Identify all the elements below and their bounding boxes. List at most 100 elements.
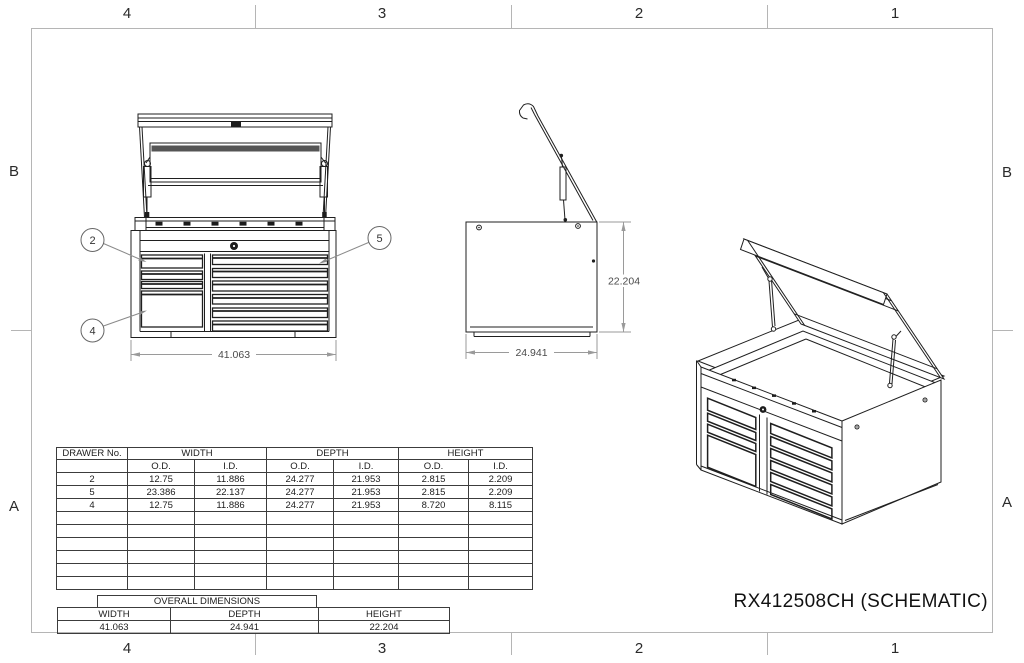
side-panel xyxy=(465,221,598,333)
front-right-drawers xyxy=(211,254,329,332)
iso-lid xyxy=(739,237,946,381)
zone-label-right-b: B xyxy=(1001,164,1012,181)
cell: 21.953 xyxy=(333,485,399,499)
empty-cell xyxy=(468,524,533,538)
zone-tick xyxy=(767,632,768,655)
cell: 23.386 xyxy=(127,485,195,499)
zone-label-left-b: B xyxy=(8,163,19,180)
empty-cell xyxy=(398,511,469,525)
overall-value-width: 41.063 xyxy=(57,620,171,634)
screw-icon xyxy=(922,397,928,403)
zone-label-left-a: A xyxy=(8,498,19,515)
empty-cell xyxy=(127,511,195,525)
hinge-blocks xyxy=(155,221,303,226)
overall-value-height: 22.204 xyxy=(318,620,450,634)
zone-tick xyxy=(511,5,512,28)
screw-icon xyxy=(476,224,482,231)
empty-row xyxy=(56,524,533,538)
empty-cell xyxy=(56,459,128,473)
empty-cell xyxy=(266,524,334,538)
dim-text-depth: 24.941 xyxy=(515,347,547,359)
cell: 11.886 xyxy=(194,498,267,512)
empty-cell xyxy=(398,550,469,564)
zone-label-top-3: 3 xyxy=(377,5,387,22)
empty-cell xyxy=(398,537,469,551)
drawer-size-table: DRAWER No. WIDTH DEPTH HEIGHT O.D. I.D. … xyxy=(56,447,533,590)
cell: 8.115 xyxy=(468,498,533,512)
table-row-subheaders: O.D. I.D. O.D. I.D. O.D. I.D. xyxy=(56,459,533,473)
empty-cell xyxy=(194,524,267,538)
cell: 12.75 xyxy=(127,498,195,512)
empty-cell xyxy=(333,576,399,590)
empty-cell xyxy=(127,537,195,551)
gas-strut-right xyxy=(319,156,328,217)
zone-label-top-2: 2 xyxy=(634,5,644,22)
zone-label-bottom-2: 2 xyxy=(634,640,644,657)
subheader-od: O.D. xyxy=(398,459,469,473)
empty-cell xyxy=(398,576,469,590)
empty-cell xyxy=(127,550,195,564)
zone-label-right-a: A xyxy=(1001,494,1012,511)
overall-dimensions-title: OVERALL DIMENSIONS xyxy=(97,595,317,607)
cell: 2.209 xyxy=(468,472,533,486)
zone-tick xyxy=(767,5,768,28)
screw-icon xyxy=(575,223,581,229)
empty-row xyxy=(56,537,533,551)
drawing-title: RX412508CH (SCHEMATIC) xyxy=(733,591,988,612)
cell-drawer-no: 4 xyxy=(56,498,128,512)
empty-cell xyxy=(266,550,334,564)
front-left-drawers xyxy=(140,254,204,328)
empty-row xyxy=(56,550,533,564)
empty-cell xyxy=(194,550,267,564)
balloon-2: 2 xyxy=(89,235,95,247)
empty-cell xyxy=(127,563,195,577)
empty-cell xyxy=(333,511,399,525)
empty-cell xyxy=(266,563,334,577)
iso-right-drawers xyxy=(769,422,833,521)
lid-handle-icon xyxy=(231,121,241,127)
zone-tick xyxy=(511,632,512,655)
empty-cell xyxy=(468,563,533,577)
empty-cell xyxy=(398,563,469,577)
table-row: 4 12.75 11.886 24.277 21.953 8.720 8.115 xyxy=(56,498,533,512)
screw-icon xyxy=(854,424,860,430)
dim-side-depth: 24.941 xyxy=(465,334,598,359)
empty-row xyxy=(56,511,533,525)
subheader-od: O.D. xyxy=(266,459,334,473)
table-row-groups: DRAWER No. WIDTH DEPTH HEIGHT xyxy=(56,447,533,460)
empty-cell xyxy=(266,537,334,551)
empty-cell xyxy=(468,550,533,564)
zone-tick xyxy=(11,330,31,331)
corner-header-cell: DRAWER No. xyxy=(56,447,128,460)
overall-header-width: WIDTH xyxy=(57,607,171,621)
front-right-drawer-flanges xyxy=(212,257,328,326)
dim-text-height: 22.204 xyxy=(608,275,640,287)
cell: 21.953 xyxy=(333,498,399,512)
iso-gas-struts xyxy=(761,266,902,389)
overall-header-row: WIDTH DEPTH HEIGHT xyxy=(57,607,450,621)
cell: 12.75 xyxy=(127,472,195,486)
group-header-depth: DEPTH xyxy=(266,447,399,460)
zone-label-bottom-1: 1 xyxy=(890,640,900,657)
empty-cell xyxy=(333,537,399,551)
empty-cell xyxy=(266,511,334,525)
empty-cell xyxy=(468,576,533,590)
dim-front-width: 41.063 xyxy=(130,340,337,361)
lid-handle-hook xyxy=(518,103,539,120)
subheader-od: O.D. xyxy=(127,459,195,473)
isometric-view xyxy=(696,237,946,525)
empty-cell xyxy=(127,576,195,590)
empty-cell xyxy=(333,563,399,577)
cell: 24.277 xyxy=(266,498,334,512)
cell: 24.277 xyxy=(266,485,334,499)
empty-cell xyxy=(56,537,128,551)
zone-tick xyxy=(255,5,256,28)
balloon-4: 4 xyxy=(89,326,95,338)
cell: 8.720 xyxy=(398,498,469,512)
zone-label-top-1: 1 xyxy=(890,5,900,22)
empty-cell xyxy=(468,537,533,551)
side-view xyxy=(465,103,598,337)
empty-cell xyxy=(56,550,128,564)
